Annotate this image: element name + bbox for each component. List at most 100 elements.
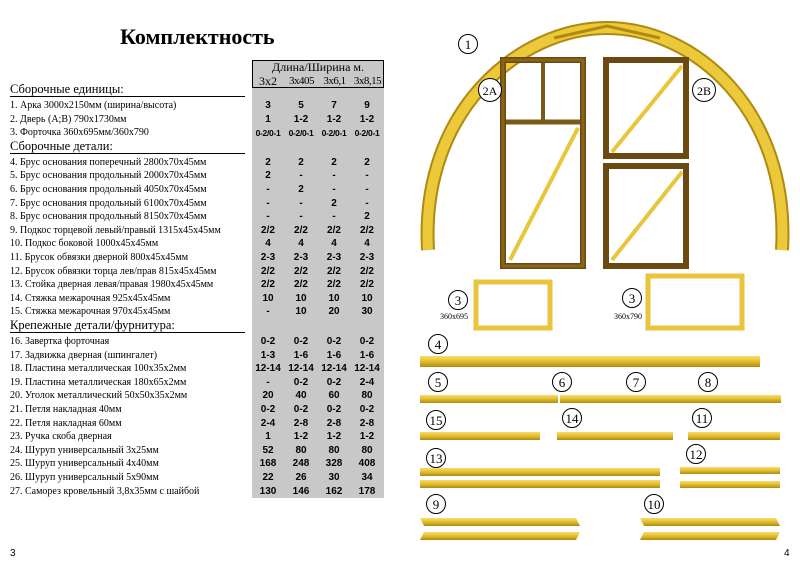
table-cell: - [332,170,336,182]
table-cell: 10 [295,306,307,318]
table-cell: 1-2 [293,431,309,443]
table-cell: 1 [265,431,271,443]
table-cell: 12-14 [354,363,380,375]
door-b-part [603,57,689,269]
table-cell: 0-2/0-1 [288,128,314,139]
table-row-label: 23. Ручка скоба дверная [10,431,112,443]
bar-5 [420,395,558,403]
table-cell: 12-14 [255,363,281,375]
bar-11 [688,432,780,440]
table-cell: 2 [298,156,304,168]
col-header-1: 3х2 [259,74,277,88]
section-underline [10,152,245,154]
table-cell: 0-2 [293,336,309,347]
callout-8: 8 [698,372,718,392]
table-cell: 162 [325,485,343,497]
page-number-right: 4 [784,548,790,559]
table-row-label: 25. Шуруп универсальный 4х40мм [10,458,159,470]
table-cell: 1 [265,113,271,125]
table-cell: 60 [328,390,340,402]
table-row-label: 6. Брус основания продольный 4050х70х45м… [10,184,207,195]
table-cell: 10 [328,292,340,304]
callout-arch: 1 [458,34,478,54]
table-cell: 1-6 [326,349,342,361]
section-underline [10,332,245,333]
table-row-label: 26. Шуруп универсальный 5х90мм [10,472,159,483]
table-cell: 1-2 [359,431,375,443]
table-cell: 80 [328,444,340,456]
table-row-label: 22. Петля накладная 60мм [10,417,122,429]
table-cell: - [365,170,369,182]
table-cell: 4 [364,238,370,250]
table-cell: 2 [364,211,370,223]
table-cell: 5 [298,100,304,111]
table-cell: 2 [364,156,370,168]
table-cell: 2/2 [360,265,374,277]
table-row-label: 17. Задвижка дверная (шпингалет) [10,349,158,361]
col-header-2: 3х405 [285,74,318,88]
table-row-label: 5. Брус основания продольный 2000х70х45м… [10,170,207,182]
table-cell: 22 [262,472,274,483]
table-row-label: 27. Саморез кровельный 3,8х35мм с шайбой [10,485,200,497]
table-cell: 2-3 [326,252,342,263]
table-row-label: 1. Арка 3000х2150мм (ширина/высота) [10,100,177,111]
table-cell: 2-3 [359,252,375,263]
table-cell: 80 [361,444,373,456]
table-cell: 0-2 [326,376,342,388]
page-number-left: 3 [10,548,16,559]
arch-part [420,20,790,251]
table-cell: 26 [295,472,307,483]
table-cell: 12-14 [288,363,314,375]
table-cell: 146 [292,485,310,497]
table-cell: 3 [265,100,271,111]
table-row-label: 7. Брус основания продольный 6100х70х45м… [10,197,207,209]
table-header-box [252,60,384,88]
table-cell: 1-6 [359,349,375,361]
bar-9b [420,532,580,540]
table-cell: - [266,211,270,223]
bar-13b [420,480,660,488]
table-cell: 2-8 [359,417,375,429]
callout-vent-left: 3 [448,290,468,310]
table-cell: 4 [331,238,337,250]
table-cell: 2-8 [293,417,309,429]
table-cell: - [299,211,303,223]
table-cell: 2-8 [326,417,342,429]
table-cell: 1-3 [260,349,276,361]
table-cell: 1-2 [326,431,342,443]
table-cell: 2/2 [294,224,308,236]
callout-11: 11 [692,408,712,428]
table-row-label: 16. Завертка форточная [10,336,110,347]
table-cell: 0-2/0-1 [255,128,281,139]
table-column-bg [252,60,384,498]
table-cell: - [365,197,369,209]
table-cell: 7 [331,100,337,111]
callout-14: 14 [562,408,582,428]
table-cell: 1-2 [359,113,375,125]
table-cell: 0-2 [359,404,375,415]
table-cell: 2 [265,156,271,168]
table-cell: 2/2 [294,279,308,291]
col-header-2b: 05 [304,75,315,87]
section-label: Сборочные детали: [10,138,113,153]
table-cell: 0-2 [326,404,342,415]
table-cell: 2/2 [327,279,341,291]
table-cell: 2-4 [359,376,375,388]
table-cell: 9 [364,100,370,111]
callout-vent-right: 3 [622,288,642,308]
vent-left [473,279,553,331]
table-cell: 328 [325,458,343,470]
table-cell: 248 [292,458,310,470]
bar-15 [420,432,540,440]
table-cell: - [299,170,303,182]
table-cell: 2/2 [360,279,374,291]
table-cell: 130 [259,485,277,497]
table-cell: - [266,184,270,195]
callout-12: 12 [686,444,706,464]
table-cell: 2/2 [360,224,374,236]
table-cell: 20 [262,390,274,402]
bar-6 [560,395,781,403]
table-cell: 4 [265,238,271,250]
table-row-label: 19. Пластина металлическая 180х65х2мм [10,376,187,388]
